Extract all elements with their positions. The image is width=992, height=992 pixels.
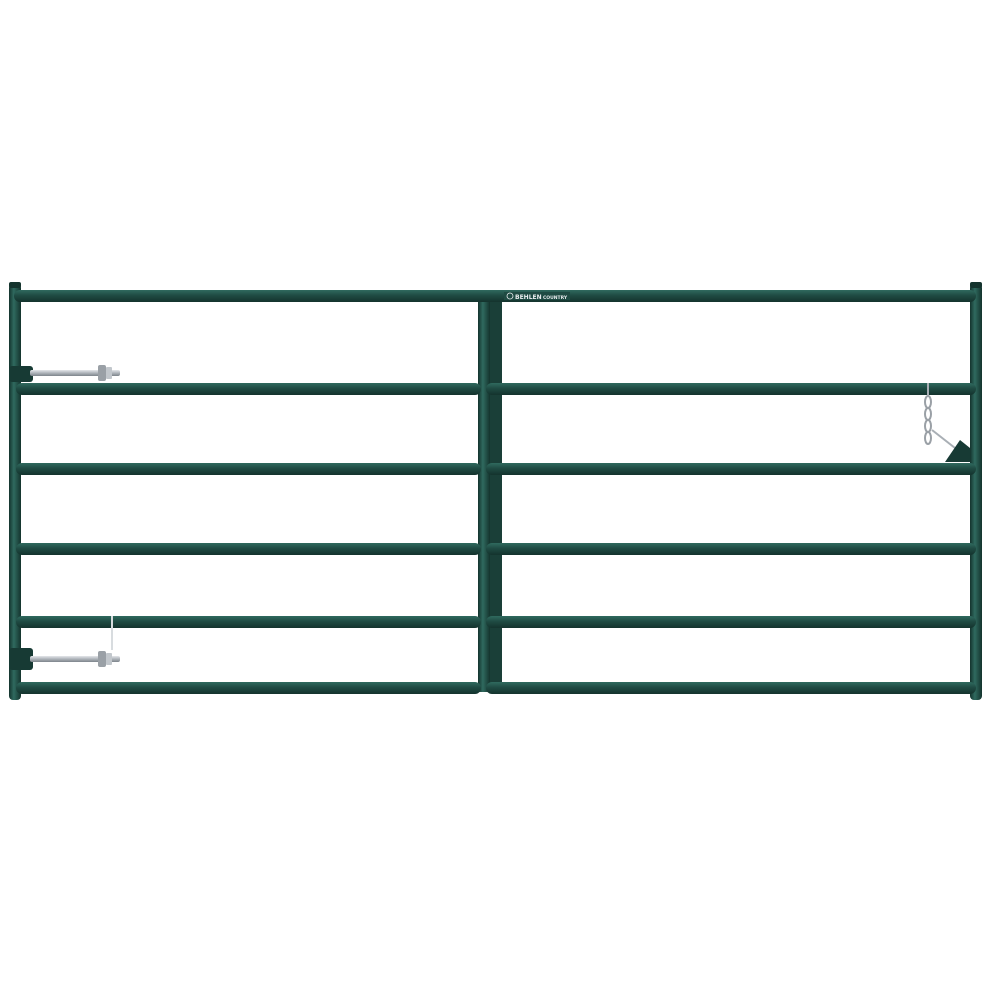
hinge-bolt-icon xyxy=(9,365,120,382)
left-post-cap xyxy=(9,282,21,288)
right-post-cap xyxy=(970,282,982,288)
bottom-rail-right xyxy=(486,682,976,694)
rail-2-left xyxy=(16,383,481,395)
brand-sub-label: COUNTRY xyxy=(543,295,568,301)
bottom-rail-left xyxy=(16,682,481,694)
rail-5-right xyxy=(486,616,976,628)
right-end-post xyxy=(970,284,982,700)
center-brace xyxy=(490,300,502,686)
behlen-logo-icon: BEHLEN COUNTRY xyxy=(504,292,570,301)
top-rail xyxy=(14,290,976,302)
center-upright xyxy=(478,296,490,692)
latch-chain-icon xyxy=(924,383,970,462)
rail-3-right xyxy=(486,463,976,475)
brand-label: BEHLEN xyxy=(515,294,542,301)
rail-2-right xyxy=(486,383,976,395)
rail-4-right xyxy=(486,543,976,555)
rail-3-left xyxy=(16,463,481,475)
rail-4-left xyxy=(16,543,481,555)
rail-5-left xyxy=(16,616,481,628)
left-end-post xyxy=(9,284,21,700)
hinge-bolt-icon xyxy=(9,616,120,670)
